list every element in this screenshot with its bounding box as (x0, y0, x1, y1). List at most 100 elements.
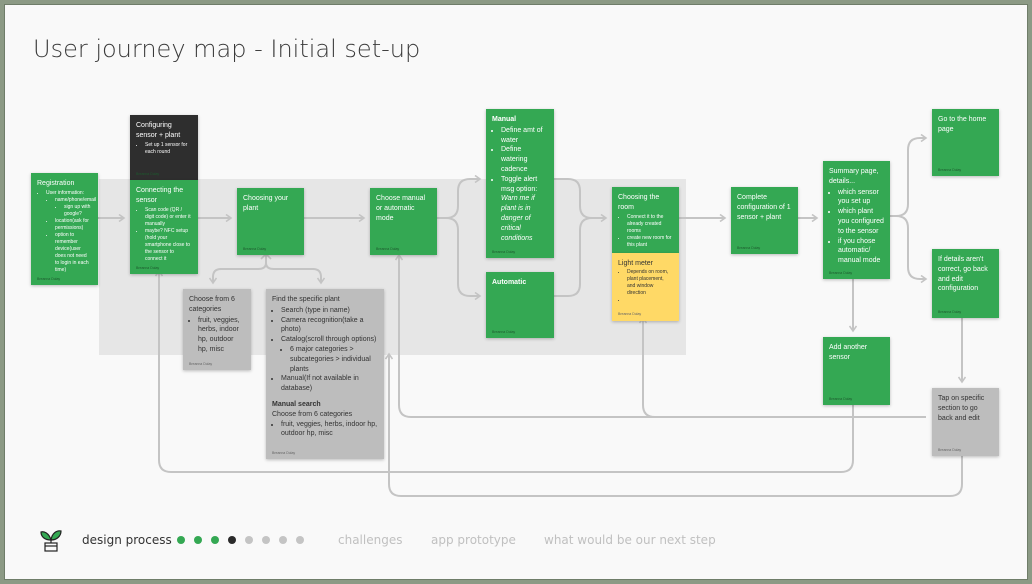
card-manual: ManualDefine amt of waterDefine watering… (486, 109, 554, 258)
bullet-list: sign up with google? (55, 204, 92, 218)
card-subheading: Manual search (272, 400, 321, 408)
card-title: Manual (492, 116, 517, 123)
loop-tap-to-mode (399, 255, 926, 418)
bullet-list: Search (type in name)Camera recognition(… (272, 306, 378, 394)
bullet-list: fruit, veggies, herbs, indoor hp, outdoo… (272, 420, 378, 440)
nav-challenges[interactable]: challenges (338, 533, 403, 547)
list-item-text: 6 major categories > subcategories > ind… (290, 345, 371, 373)
card-author: Breanna Dulay (938, 309, 962, 314)
bullet-list: Depends on room, plant placement, and wi… (618, 269, 673, 304)
progress-dot[interactable] (296, 536, 304, 544)
card-edit-configuration: If details aren't correct, go back and e… (932, 249, 999, 318)
nav-app-prototype[interactable]: app prototype (431, 533, 516, 547)
arrow-summary-to-home (888, 138, 926, 217)
progress-dot[interactable] (194, 536, 202, 544)
page-title: User journey map - Initial set-up (33, 35, 421, 63)
list-item-emphasis: Warn me if plant is in danger of critica… (501, 195, 535, 242)
card-registration: RegistrationUser information:name/phone/… (31, 173, 98, 285)
list-item-text: Define watering cadence (501, 146, 528, 173)
progress-dot[interactable] (245, 536, 253, 544)
bullet-list: name/phone/emailsign up with google?loca… (46, 197, 96, 274)
list-item: name/phone/emailsign up with google? (55, 197, 96, 218)
list-item-text: location(ask for permissions) (55, 217, 89, 231)
progress-dot[interactable] (211, 536, 219, 544)
list-item: Search (type in name) (281, 306, 378, 316)
list-item-text: create new room for this plant (627, 234, 672, 248)
list-item: sign up with google? (64, 204, 92, 218)
list-item: location(ask for permissions) (55, 218, 92, 232)
card-choose-categories: Choose from 6 categories fruit, veggies, … (183, 289, 251, 370)
list-item-text: Define amt of water (501, 126, 543, 144)
card-complete-configuration: Complete configuration of 1 sensor + pla… (731, 187, 798, 254)
list-item-text: which plant you configured to the sensor (838, 208, 884, 235)
card-author: Breanna Dulay (37, 276, 61, 281)
bullet-list: which sensor you set up which plant you c… (829, 188, 884, 266)
progress-dot[interactable] (177, 536, 185, 544)
list-item: Manual(If not available in database) (281, 374, 378, 394)
bullet-list: Connect it to the already created roomsc… (618, 214, 673, 249)
card-author: Breanna Dulay (737, 245, 761, 250)
card-title: Choose from 6 categories (189, 296, 235, 313)
arrow-mode-to-manual (435, 179, 480, 219)
list-item: if you chose automatic/ manual mode (838, 237, 884, 266)
bullet-list: User information:name/phone/emailsign up… (37, 190, 96, 274)
list-item: fruit, veggies, herbs, indoor hp, outdoo… (198, 316, 245, 355)
arrow-mode-to-automatic (445, 217, 480, 296)
list-item: User information:name/phone/emailsign up… (46, 190, 96, 274)
list-item-text: Connect it to the already created rooms (627, 213, 664, 234)
card-title: Automatic (492, 279, 527, 286)
arrow-automatic-to-room (552, 217, 593, 297)
card-author: Breanna Dulay (938, 167, 962, 172)
list-item-text: Manual(If not available in database) (281, 375, 359, 393)
card-find-plant: Find the specific plantSearch (type in n… (266, 289, 384, 459)
loop-tap-to-find (389, 354, 963, 497)
card-title: Connecting the sensor (136, 187, 184, 204)
list-item: Define amt of water (501, 126, 548, 146)
list-item: Connect it to the already created rooms (627, 214, 673, 235)
list-item-text: which sensor you set up (838, 188, 879, 206)
card-author: Breanna Dulay (243, 246, 267, 251)
card-author: Breanna Dulay (938, 447, 962, 452)
list-item-text: if you chose automatic/ manual mode (838, 237, 881, 265)
nav-next-step[interactable]: what would be our next step (544, 533, 716, 547)
list-item: Catalog(scroll through options)6 major c… (281, 335, 378, 374)
list-item: option to remember device(user does not … (55, 232, 92, 274)
card-title: Add another sensor (829, 344, 868, 361)
list-item: which sensor you set up (838, 188, 884, 208)
list-item: Set up 1 sensor for each round (145, 142, 192, 156)
list-item-text: Toggle alert msg option: (501, 175, 538, 193)
card-author: Breanna Dulay (136, 265, 160, 270)
list-item-text: maybe? NFC setup (hold your smartphone c… (145, 227, 191, 262)
list-item-text: Camera recognition(take a photo) (281, 316, 364, 334)
list-item: fruit, veggies, herbs, indoor hp, outdoo… (281, 420, 378, 440)
nav-current-section[interactable]: design process (82, 533, 172, 547)
card-title: Find the specific plant (272, 296, 340, 303)
progress-dot[interactable] (279, 536, 287, 544)
card-subtitle: Choose from 6 categories (272, 410, 353, 418)
card-configuring-sensor-plant: Configuring sensor + plantSet up 1 senso… (130, 115, 198, 180)
slide: User journey map - Initial set-up (4, 4, 1028, 580)
card-title: Light meter (618, 259, 654, 267)
card-author: Breanna Dulay (272, 450, 296, 455)
list-item: maybe? NFC setup (hold your smartphone c… (145, 228, 192, 263)
arrow-plant-to-options (213, 259, 267, 283)
progress-dot[interactable] (262, 536, 270, 544)
plant-pot-icon (40, 530, 62, 552)
list-item-text: fruit, veggies, herbs, indoor hp, outdoo… (281, 420, 378, 438)
card-tap-section: Tap on specific section to go back and e… (932, 388, 999, 456)
card-title: Choose manual or automatic mode (376, 195, 426, 222)
card-author: Breanna Dulay (829, 396, 853, 401)
list-item-text: sign up with google? (64, 203, 91, 217)
card-author: Breanna Dulay (618, 312, 642, 317)
room-light-stack: Choosing the roomConnect it to the alrea… (612, 187, 679, 321)
list-item: Scan code (QR / digit code) or enter it … (145, 207, 192, 228)
progress-dot[interactable] (228, 536, 236, 544)
list-item: Depends on room, plant placement, and wi… (627, 269, 673, 297)
bullet-list: Set up 1 sensor for each round (136, 142, 192, 156)
card-author: Breanna Dulay (189, 361, 213, 366)
